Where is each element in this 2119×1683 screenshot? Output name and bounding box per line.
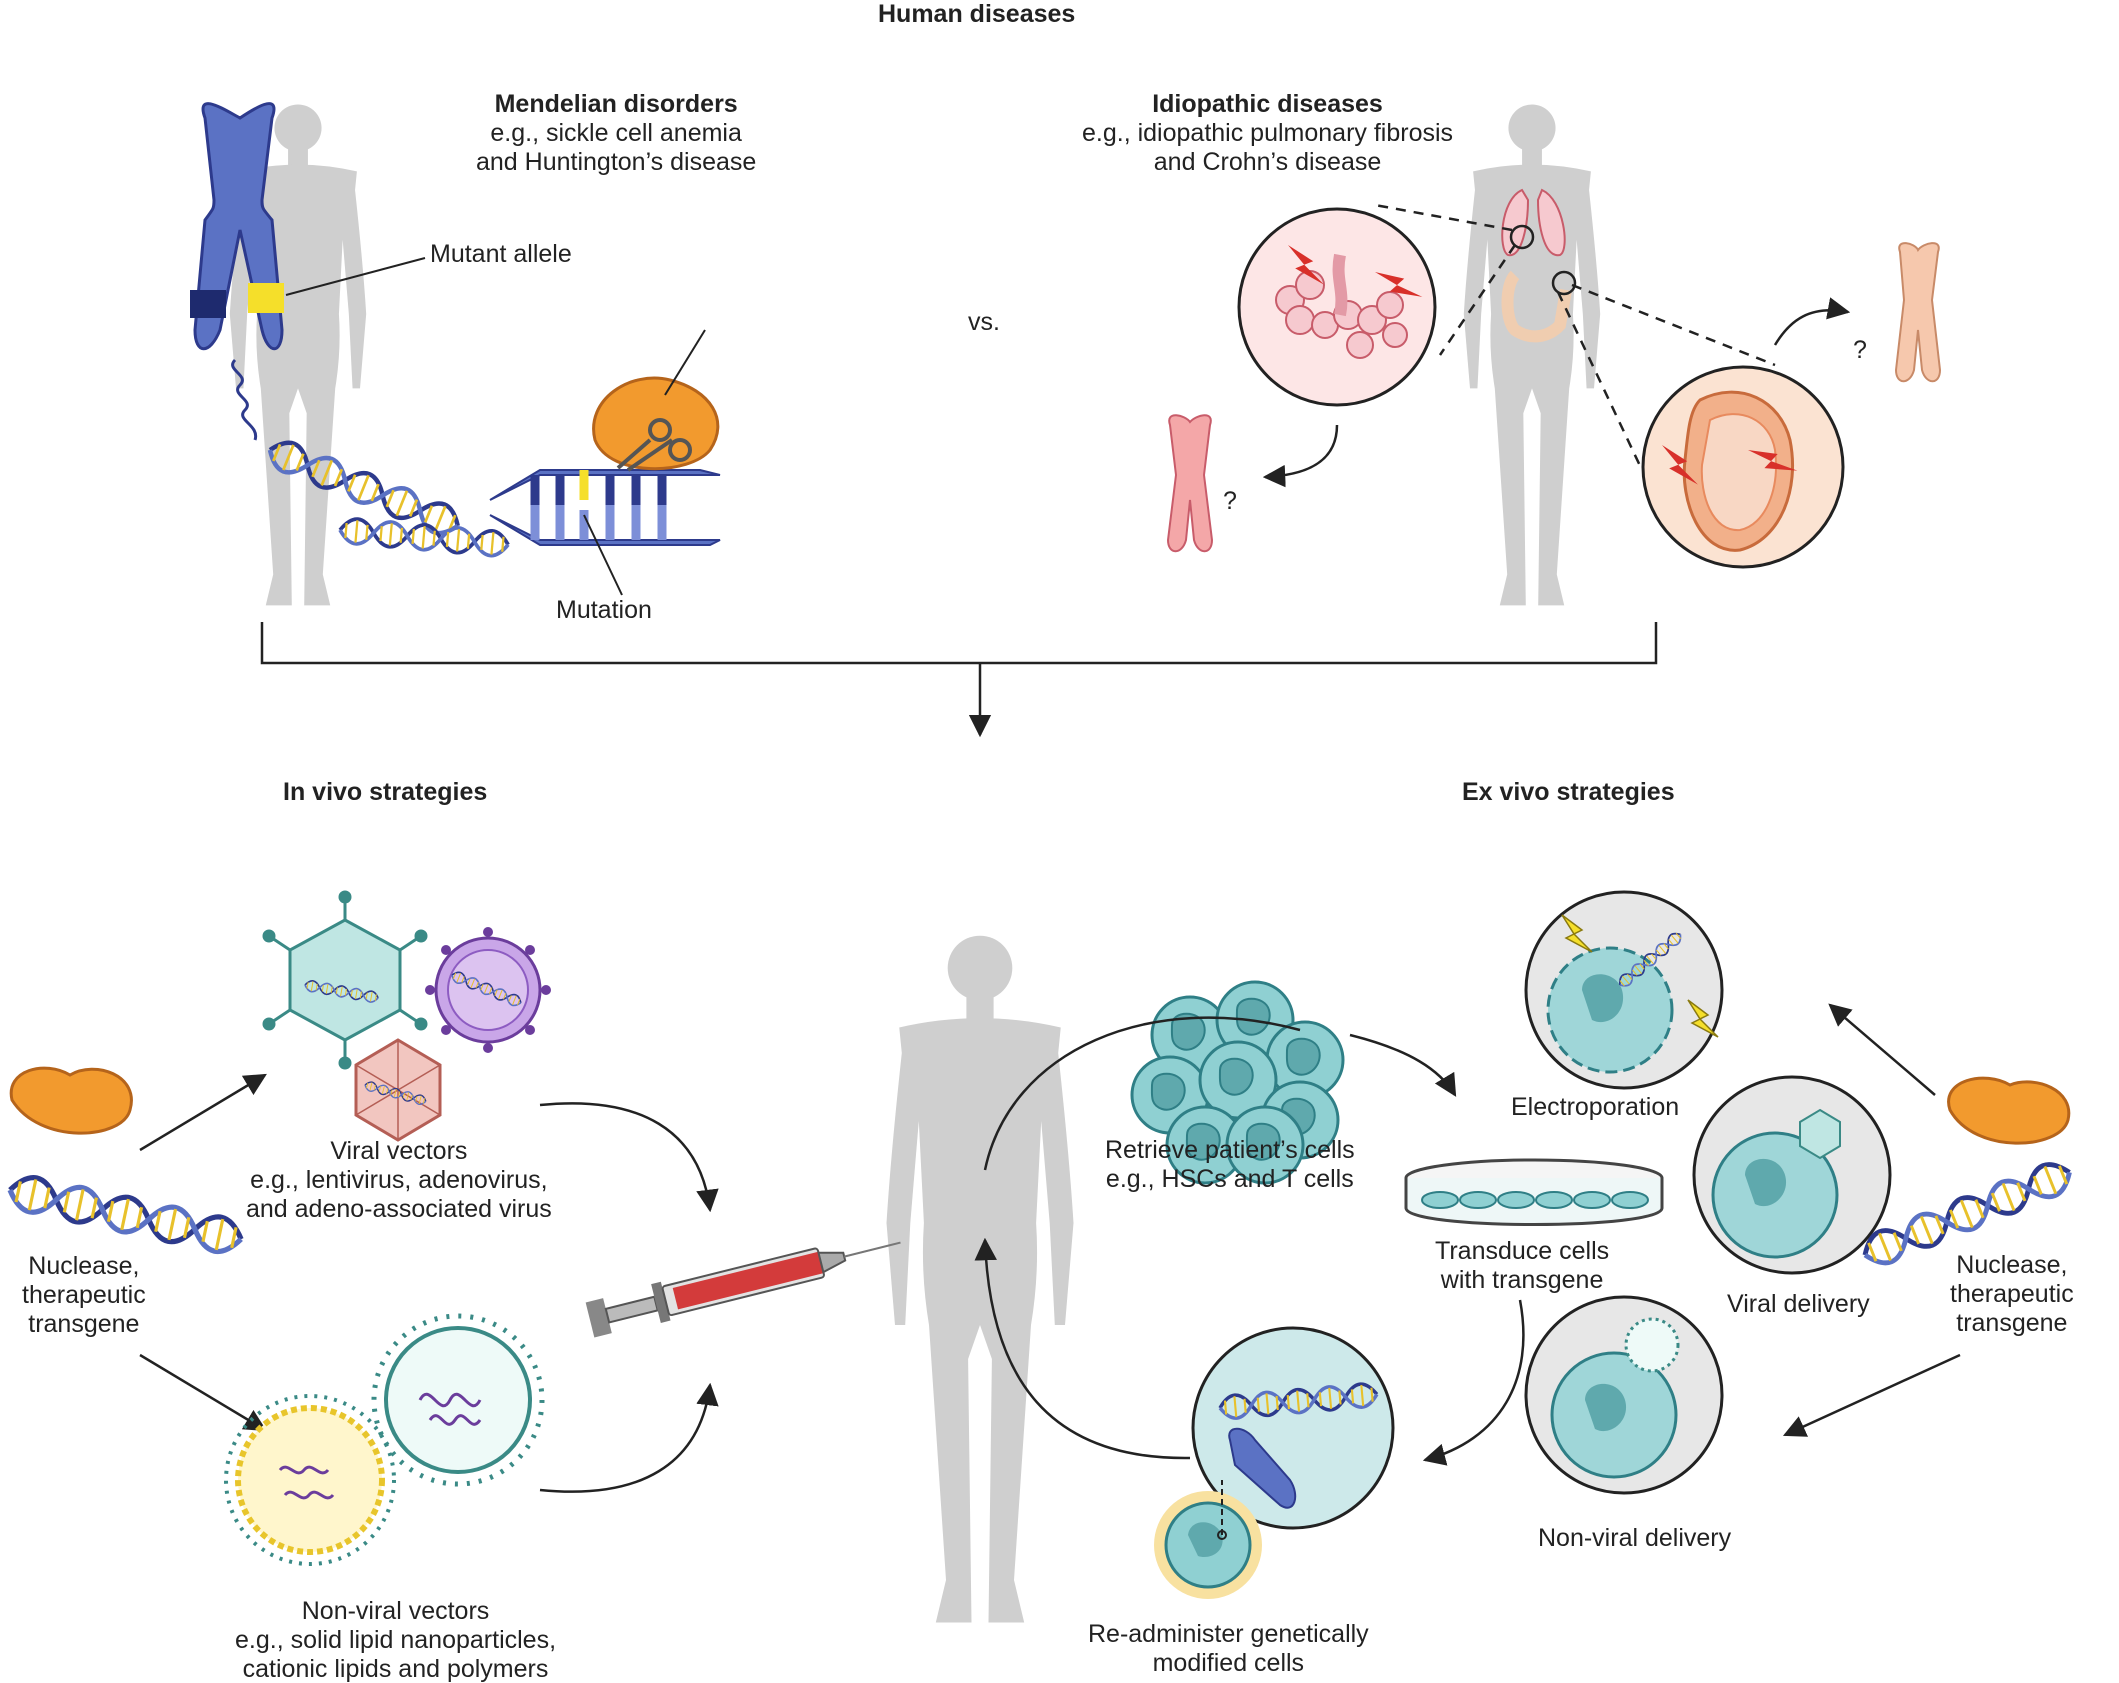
viral-delivery-icon	[1692, 1075, 1892, 1275]
patient-to-cells-arc	[983, 1016, 1301, 1171]
readminister-cells-label: Re-administer genetically modified cells	[1088, 1620, 1369, 1678]
readminister-line-2: modified cells	[1152, 1649, 1305, 1677]
viral-to-syringe-arrow	[539, 1102, 719, 1213]
chromosome-icon	[190, 102, 284, 441]
aav-capsid-icon	[262, 890, 428, 1070]
nonviral-vectors-example-1: e.g., solid lipid nanoparticles,	[235, 1626, 557, 1654]
viral-vectors-example-2: and adeno-associated virus	[246, 1195, 552, 1223]
viral-vectors-title: Viral vectors	[330, 1137, 468, 1165]
vs-label: vs.	[968, 308, 1000, 336]
nuclease-protein-left	[9, 1066, 133, 1135]
mendelian-label: Mendelian disorders e.g., sickle cell an…	[476, 90, 756, 177]
ex-vivo-title: Ex vivo strategies	[1462, 778, 1675, 806]
readminister-line-1: Re-administer genetically	[1088, 1620, 1369, 1648]
lentivirus-icon	[425, 927, 551, 1053]
lung-fibrosis-zoom	[1237, 207, 1437, 407]
modified-to-patient-arrow	[974, 1237, 1191, 1460]
transduce-cells-line-2: with transgene	[1440, 1266, 1604, 1294]
peach-chromosome-icon	[1894, 242, 1942, 383]
electroporation-icon	[1524, 890, 1724, 1090]
transduce-cells-label: Transduce cells with transgene	[1435, 1237, 1609, 1295]
mutant-allele-label: Mutant allele	[430, 240, 572, 268]
viral-vectors-example-1: e.g., lentivirus, adenovirus,	[250, 1166, 548, 1194]
in-vivo-payload-line-2: therapeutic	[22, 1281, 146, 1309]
lung-to-chromosome-arrow	[1262, 424, 1339, 488]
mendelian-title: Mendelian disorders	[494, 90, 738, 118]
in-vivo-payload-line-1: Nuclease,	[28, 1252, 140, 1280]
culture-dish-icon	[1404, 1158, 1664, 1226]
nonviral-vectors-label: Non-viral vectors e.g., solid lipid nano…	[235, 1597, 556, 1683]
unknown-mark-left: ?	[1223, 487, 1237, 515]
in-vivo-title: In vivo strategies	[283, 778, 488, 806]
lungs-icon	[1501, 188, 1566, 257]
payload-to-nonviral-delivery-arrow	[1782, 1353, 1961, 1437]
merge-bracket	[260, 622, 1658, 738]
idiopathic-example-1: e.g., idiopathic pulmonary fibrosis	[1082, 119, 1454, 147]
colon-to-chromosome-arrow	[1773, 297, 1851, 346]
human-silhouette-right	[1463, 104, 1601, 606]
nonviral-delivery-label: Non-viral delivery	[1538, 1524, 1732, 1552]
ex-vivo-payload-line-1: Nuclease,	[1956, 1251, 2068, 1279]
nuclease-scissors-icon	[592, 376, 720, 472]
retrieve-cells-line-2: e.g., HSCs and T cells	[1105, 1165, 1354, 1193]
transduce-cells-line-1: Transduce cells	[1435, 1237, 1610, 1265]
payload-to-nonviral-arrow	[139, 1353, 267, 1432]
nonviral-vectors-example-2: cationic lipids and polymers	[242, 1655, 549, 1683]
adenovirus-icon	[354, 1038, 442, 1142]
idiopathic-example-2: and Crohn’s disease	[1153, 148, 1382, 176]
nuclease-protein-right	[1947, 1076, 2071, 1145]
mutation-label: Mutation	[556, 596, 652, 624]
human-silhouette-center	[886, 935, 1074, 1623]
mutant-allele-leader	[285, 257, 426, 296]
pink-chromosome-icon	[1166, 414, 1214, 553]
zoom-connectors	[1374, 203, 1776, 471]
mendelian-example-2: and Huntington’s disease	[476, 148, 757, 176]
polymer-vesicle-icon	[371, 1313, 545, 1487]
payload-to-electroporation-arrow	[1828, 1003, 1936, 1096]
dish-to-modified-arrow	[1422, 1299, 1525, 1466]
in-vivo-payload-label: Nuclease, therapeutic transgene	[22, 1252, 146, 1339]
dna-helix-icon	[264, 436, 721, 559]
retrieve-cells-line-1: Retrieve patient’s cells	[1105, 1136, 1355, 1164]
electroporation-label: Electroporation	[1511, 1093, 1680, 1121]
small-cell-icon	[1154, 1480, 1262, 1599]
lung-zoom-marker	[1509, 224, 1535, 250]
lipid-nanoparticle-icon	[224, 1394, 396, 1566]
ex-vivo-payload-label: Nuclease, therapeutic transgene	[1950, 1251, 2074, 1338]
nonviral-delivery-icon	[1524, 1295, 1724, 1495]
transgene-dna-left	[6, 1173, 244, 1256]
retrieve-cells-label: Retrieve patient’s cells e.g., HSCs and …	[1105, 1136, 1355, 1194]
cells-to-dish-arrow	[1349, 1033, 1457, 1097]
mutation-leader	[583, 514, 623, 596]
nuclease-leader	[664, 329, 706, 396]
mutant-allele-band	[248, 283, 284, 313]
human-diseases-title: Human diseases	[878, 0, 1076, 28]
mendelian-example-1: e.g., sickle cell anemia	[490, 119, 742, 147]
modified-cell-icon	[1191, 1326, 1395, 1530]
idiopathic-title: Idiopathic diseases	[1152, 90, 1383, 118]
colon-zoom-marker	[1551, 270, 1577, 296]
viral-vectors-label: Viral vectors e.g., lentivirus, adenovir…	[246, 1137, 552, 1224]
idiopathic-label: Idiopathic diseases e.g., idiopathic pul…	[1082, 90, 1453, 177]
unknown-mark-right: ?	[1853, 336, 1867, 364]
nonviral-vectors-title: Non-viral vectors	[301, 1597, 490, 1625]
in-vivo-payload-line-3: transgene	[28, 1310, 140, 1338]
payload-to-viral-arrow	[139, 1073, 267, 1152]
ex-vivo-payload-line-2: therapeutic	[1950, 1280, 2074, 1308]
nonviral-to-syringe-arrow	[539, 1382, 719, 1493]
viral-delivery-label: Viral delivery	[1727, 1290, 1870, 1318]
colon-icon	[1501, 270, 1572, 343]
crohns-colon-zoom	[1641, 365, 1845, 569]
ex-vivo-payload-line-3: transgene	[1956, 1309, 2068, 1337]
syringe-icon	[585, 1241, 901, 1338]
